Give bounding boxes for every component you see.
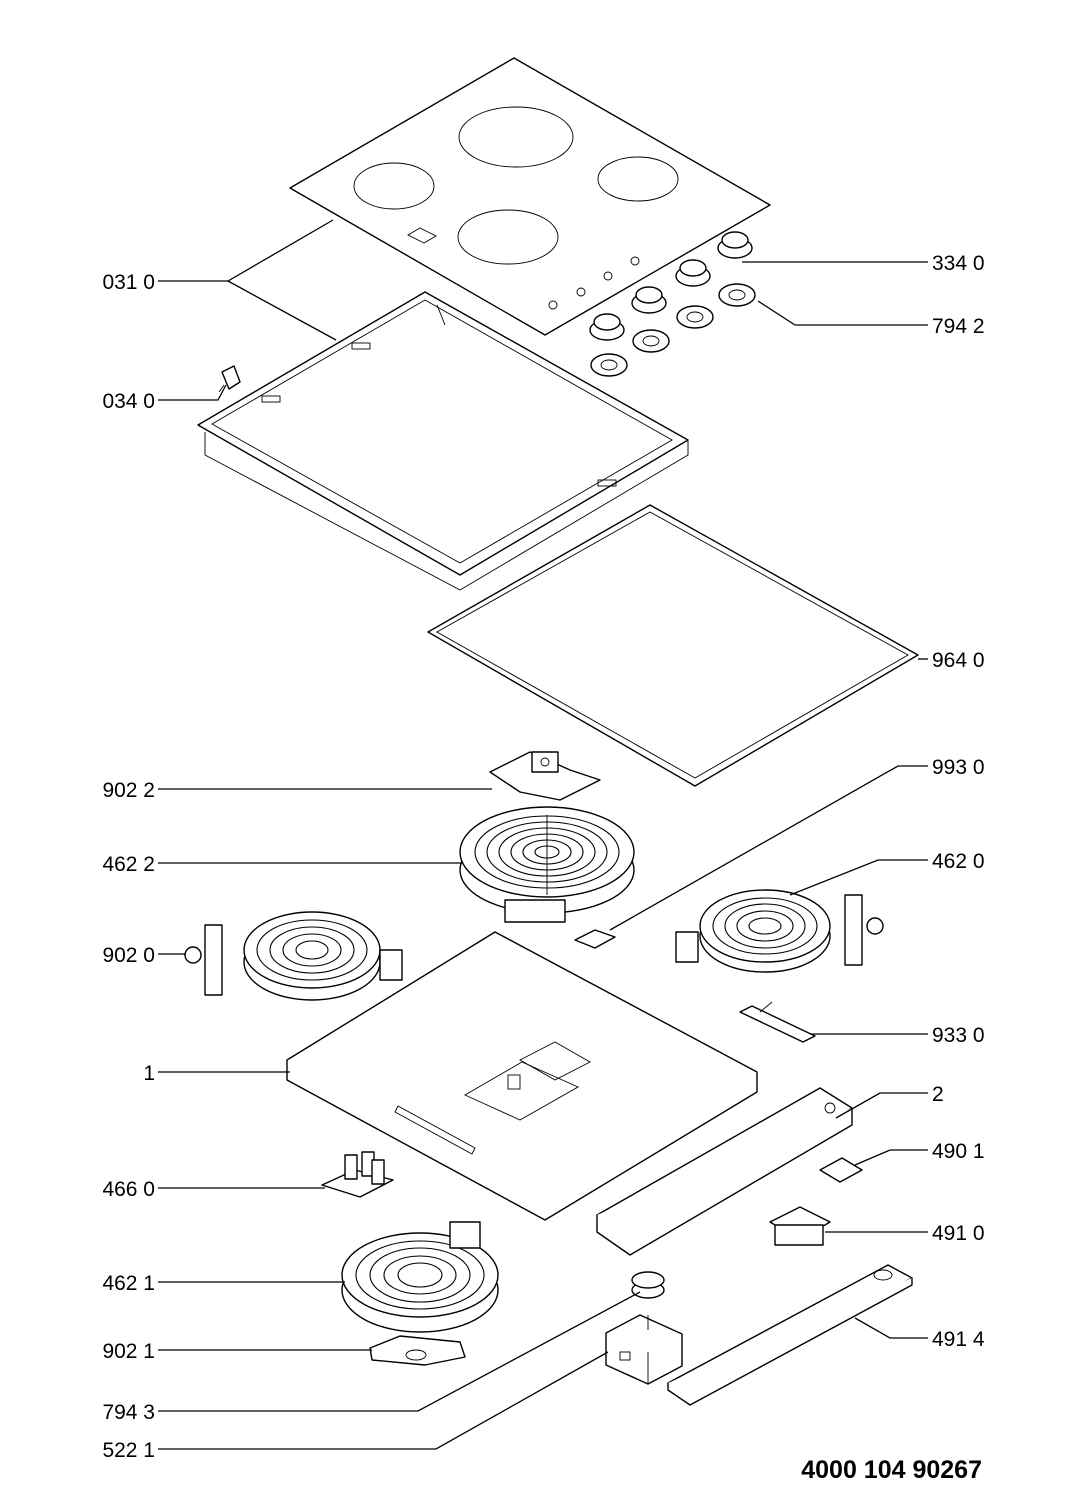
label-2: 2	[932, 1083, 944, 1106]
label-031-0: 031 0	[102, 271, 155, 294]
label-1: 1	[143, 1062, 155, 1085]
label-794-2: 794 2	[932, 315, 985, 338]
label-993-0: 993 0	[932, 756, 985, 779]
switch-part	[819, 1157, 863, 1183]
heater-large	[459, 806, 635, 923]
heater-left-top	[243, 911, 403, 1001]
housing-tray	[286, 931, 758, 1221]
callout-labels: 031 0 034 0 334 0 794 2 964 0 902 2 993 …	[102, 252, 984, 1462]
knob-cap	[631, 1271, 665, 1299]
hob-frame	[197, 291, 689, 591]
label-334-0: 334 0	[932, 252, 985, 275]
bracket-left	[184, 924, 223, 996]
knob-rings	[590, 283, 756, 377]
label-462-1: 462 1	[102, 1272, 155, 1295]
label-522-1: 522 1	[102, 1439, 155, 1462]
label-462-2: 462 2	[102, 853, 155, 876]
connector-block	[769, 1206, 831, 1246]
control-knobs	[589, 231, 753, 341]
label-034-0: 034 0	[102, 390, 155, 413]
heater-left-bottom	[341, 1221, 499, 1333]
label-902-1: 902 1	[102, 1340, 155, 1363]
label-902-2: 902 2	[102, 779, 155, 802]
terminal-block	[321, 1151, 394, 1198]
fixing-clip	[218, 365, 241, 393]
bracket-large-heater	[489, 751, 601, 801]
label-491-0: 491 0	[932, 1222, 985, 1245]
energy-regulator	[605, 1314, 683, 1385]
gasket-seal	[427, 504, 919, 787]
label-902-0: 902 0	[102, 944, 155, 967]
label-491-4: 491 4	[932, 1328, 985, 1351]
label-490-1: 490 1	[932, 1140, 985, 1163]
label-794-3: 794 3	[102, 1401, 155, 1424]
cover-strip	[667, 1264, 913, 1406]
bracket-small	[369, 1335, 466, 1366]
leader-lines	[158, 219, 928, 1450]
glass-ceramic-top	[289, 57, 771, 336]
label-964-0: 964 0	[932, 649, 985, 672]
document-number: 4000 104 90267	[801, 1456, 982, 1484]
bracket-strip	[739, 1001, 816, 1043]
label-933-0: 933 0	[932, 1024, 985, 1047]
label-462-0: 462 0	[932, 850, 985, 873]
label-466-0: 466 0	[102, 1178, 155, 1201]
spring-clip	[574, 929, 616, 949]
heater-right	[675, 889, 884, 973]
terminal-rail	[596, 1087, 853, 1256]
